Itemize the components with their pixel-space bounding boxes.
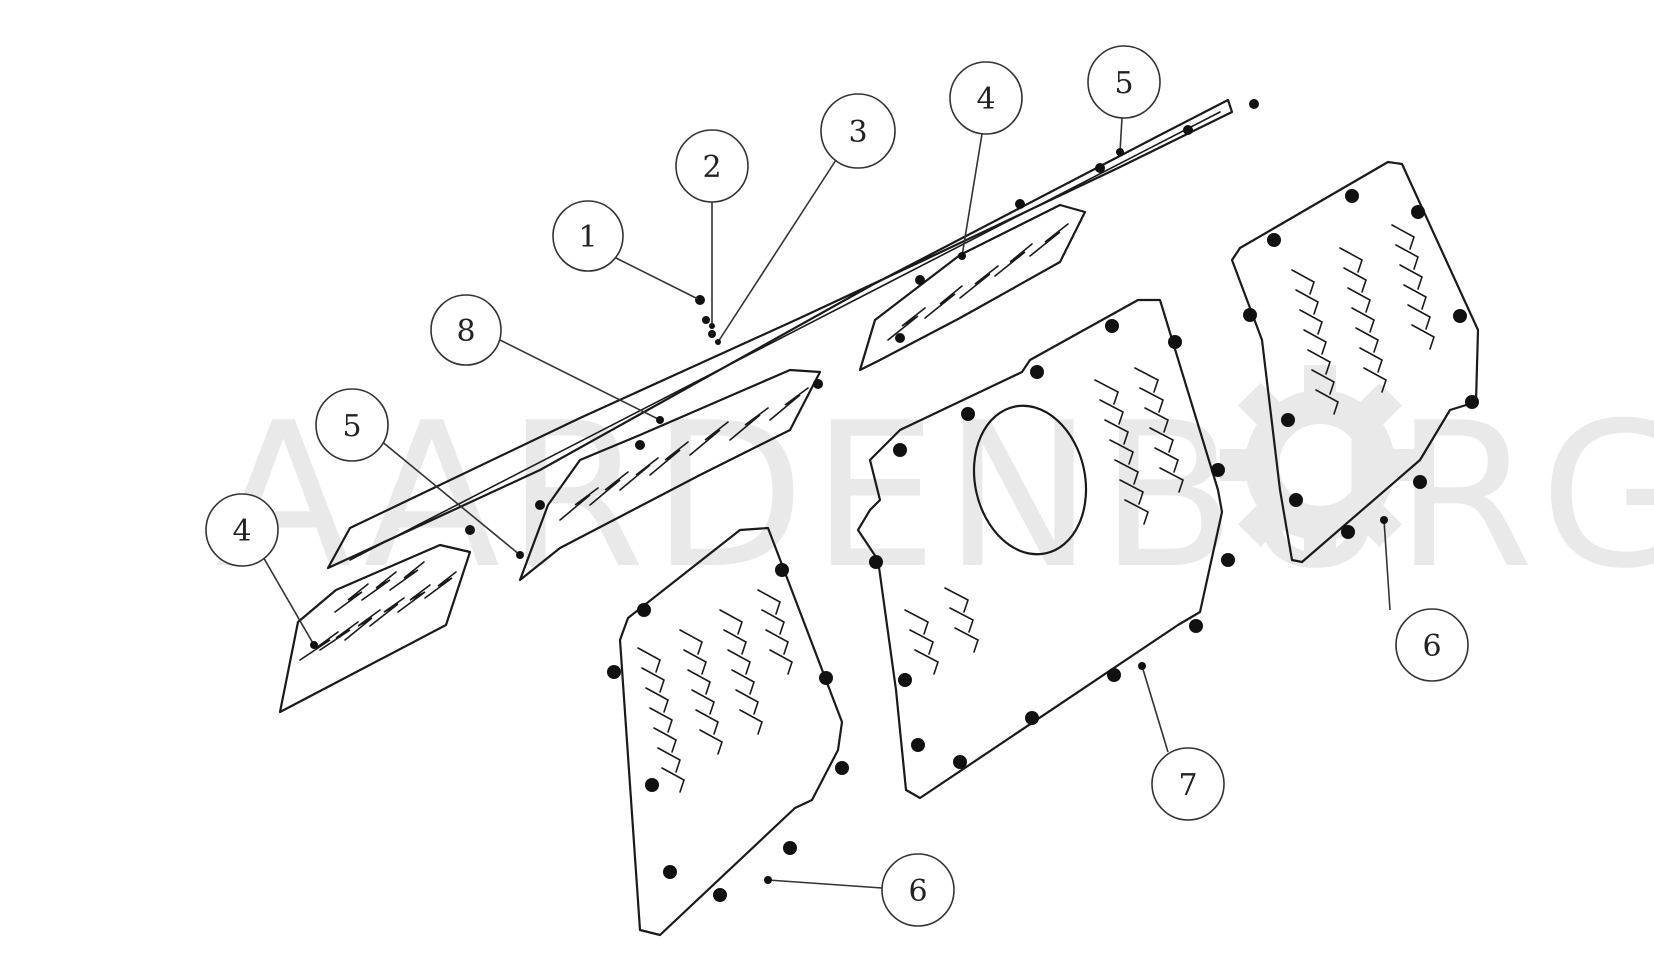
lower-left-vent-slots — [637, 589, 793, 793]
callout-label-6-lower: 6 — [908, 874, 927, 909]
watermark: AARDENBURG — [215, 365, 1654, 613]
callout-5-top: 5 — [1087, 45, 1161, 156]
watermark-text: AARDENBURG — [215, 380, 1654, 613]
callout-4-top: 4 — [949, 61, 1023, 260]
lower-left-vent-panel — [607, 526, 849, 937]
center-panel-hole — [972, 404, 1088, 556]
callout-label-3: 3 — [848, 115, 867, 150]
right-panel-fasteners — [1243, 189, 1479, 539]
callout-5-left: 5 — [315, 388, 524, 559]
center-panel-fasteners — [869, 319, 1235, 769]
center-panel-vent-slots — [904, 367, 1184, 675]
lower-left-fasteners — [607, 563, 849, 902]
callout-4-left: 4 — [205, 493, 318, 649]
callout-label-6-right: 6 — [1422, 629, 1441, 664]
callout-6-lower: 6 — [764, 853, 955, 927]
callout-label-5-left: 5 — [342, 409, 361, 444]
callout-label-1: 1 — [578, 220, 597, 255]
center-vent-panel — [518, 368, 822, 582]
right-small-vent-panel — [858, 203, 1087, 372]
top-frame-panel — [326, 98, 1234, 570]
center-large-panel — [856, 298, 1235, 800]
callout-3: 3 — [715, 93, 896, 345]
callout-8: 8 — [430, 294, 664, 424]
right-panel-vent-slots — [1291, 224, 1435, 415]
callout-label-5-top: 5 — [1114, 66, 1133, 101]
callout-label-7: 7 — [1178, 768, 1197, 803]
right-vent-panel — [1230, 160, 1480, 564]
callout-1: 1 — [552, 200, 703, 303]
callout-label-4-top: 4 — [976, 82, 995, 117]
callout-label-4-left: 4 — [232, 514, 251, 549]
callout-label-2: 2 — [702, 150, 721, 185]
gear-icon — [1220, 365, 1420, 565]
callout-2: 2 — [675, 129, 749, 329]
frame-fasteners — [465, 99, 1259, 535]
callout-label-8: 8 — [456, 314, 475, 349]
callout-6-right: 6 — [1380, 516, 1469, 682]
callout-7: 7 — [1138, 662, 1225, 821]
callouts: 1 2 3 4 5 — [205, 45, 1469, 927]
left-small-vent-panel — [278, 543, 472, 714]
